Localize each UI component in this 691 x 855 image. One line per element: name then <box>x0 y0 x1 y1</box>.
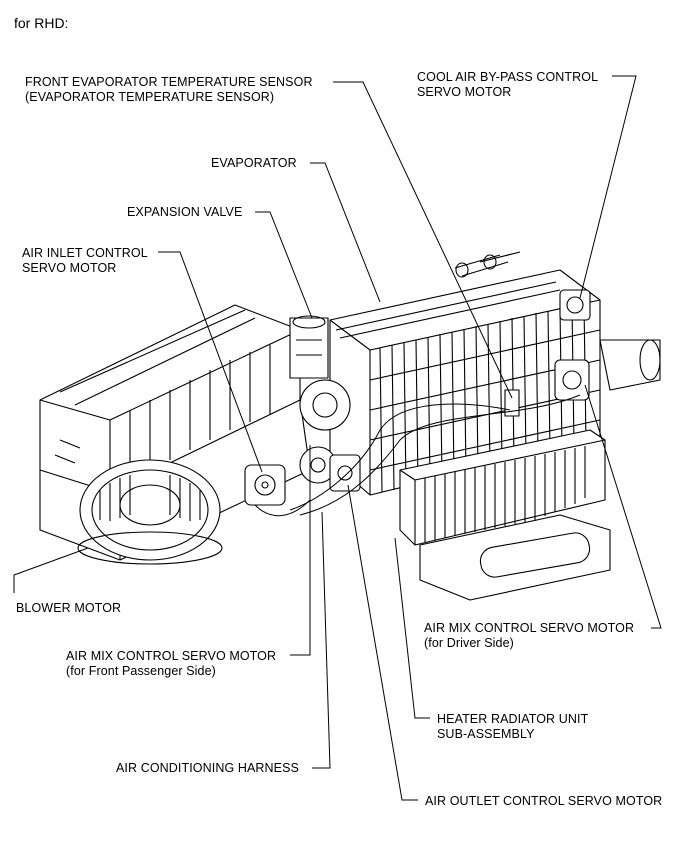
label-line: HEATER RADIATOR UNIT <box>437 712 589 726</box>
air-mix-driver-servo-drawing <box>554 359 590 401</box>
air-outlet-servo-drawing <box>329 454 361 492</box>
leader-heater-radiator <box>394 537 430 719</box>
label-line: COOL AIR BY-PASS CONTROL <box>417 70 599 84</box>
label-line: (EVAPORATOR TEMPERATURE SENSOR) <box>25 90 275 104</box>
label-line: SERVO MOTOR <box>22 261 117 275</box>
label-line: SERVO MOTOR <box>417 85 512 99</box>
label-line: (for Front Passenger Side) <box>66 664 216 678</box>
leader-ac-harness <box>312 511 331 769</box>
leader-cool-air-bypass <box>579 75 637 299</box>
air-inlet-servo-drawing <box>244 464 286 506</box>
ac-harness-drawing <box>254 394 581 517</box>
expansion-valve-drawing <box>289 315 329 379</box>
label-line: FRONT EVAPORATOR TEMPERATURE SENSOR <box>25 75 313 89</box>
heater-radiator-drawing <box>399 429 606 546</box>
label-cool-air-bypass-servo: COOL AIR BY-PASS CONTROL SERVO MOTOR <box>417 70 598 100</box>
diagram-header: for RHD: <box>14 15 69 31</box>
label-air-mix-servo-driver: AIR MIX CONTROL SERVO MOTOR (for Driver … <box>424 621 634 651</box>
leader-lines <box>13 75 662 801</box>
leader-blower <box>13 547 89 593</box>
ac-unit-assembly <box>39 251 661 601</box>
leader-evap-sensor <box>333 81 513 399</box>
leader-air-mix-driver <box>584 384 662 629</box>
label-line: SUB-ASSEMBLY <box>437 727 535 741</box>
label-front-evaporator-temperature-sensor: FRONT EVAPORATOR TEMPERATURE SENSOR (EVA… <box>25 75 313 105</box>
label-line: (for Driver Side) <box>424 636 514 650</box>
label-air-inlet-servo: AIR INLET CONTROL SERVO MOTOR <box>22 246 148 276</box>
leader-evaporator <box>310 162 381 303</box>
leader-air-inlet <box>158 251 263 473</box>
leader-air-mix-passenger <box>290 445 311 656</box>
label-evaporator: EVAPORATOR <box>211 156 297 170</box>
air-mix-passenger-servo-drawing <box>299 379 351 484</box>
label-line: AIR MIX CONTROL SERVO MOTOR <box>424 621 635 635</box>
label-line: AIR MIX CONTROL SERVO MOTOR <box>66 649 277 663</box>
cool-air-bypass-servo-drawing <box>559 289 591 321</box>
leader-air-outlet <box>347 484 418 801</box>
label-heater-radiator-unit: HEATER RADIATOR UNIT SUB-ASSEMBLY <box>437 712 588 742</box>
label-line: AIR INLET CONTROL <box>22 246 148 260</box>
blower-motor-drawing <box>77 459 223 565</box>
leader-expansion-valve <box>255 211 313 319</box>
label-blower-motor: BLOWER MOTOR <box>16 601 122 615</box>
label-air-mix-servo-passenger: AIR MIX CONTROL SERVO MOTOR (for Front P… <box>66 649 276 679</box>
label-air-conditioning-harness: AIR CONDITIONING HARNESS <box>116 761 299 775</box>
label-expansion-valve: EXPANSION VALVE <box>127 205 243 219</box>
label-air-outlet-servo: AIR OUTLET CONTROL SERVO MOTOR <box>425 794 663 808</box>
